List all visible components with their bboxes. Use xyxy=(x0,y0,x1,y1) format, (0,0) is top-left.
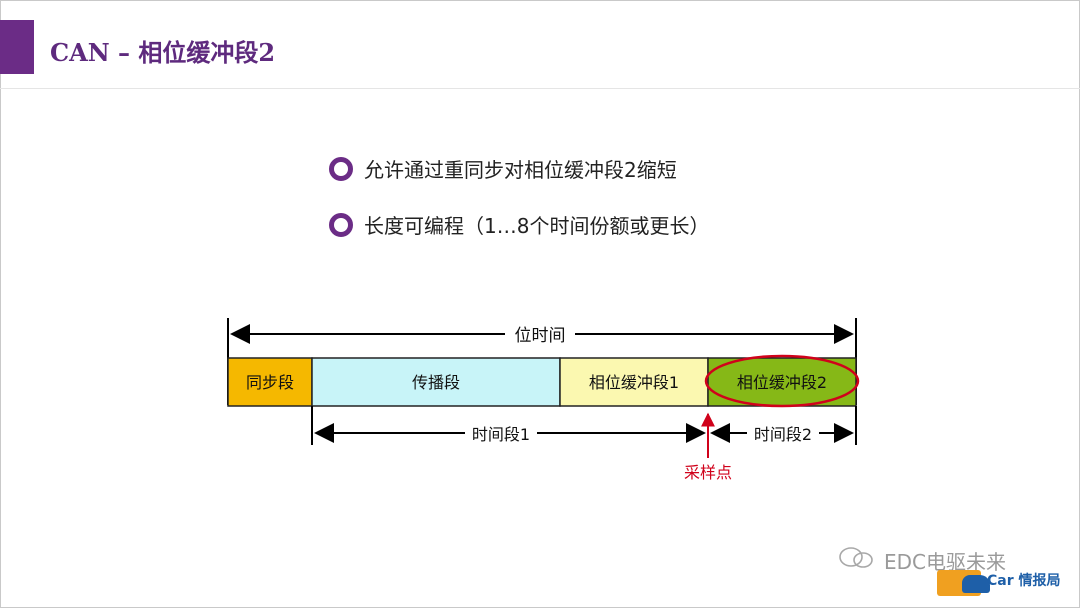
bit-time-label: 位时间 xyxy=(515,326,566,346)
title-divider xyxy=(0,88,1080,89)
time-seg-1-label: 时间段1 xyxy=(472,425,530,444)
sample-point-label: 采样点 xyxy=(684,463,732,482)
slide-title: CAN – 相位缓冲段2 xyxy=(50,38,276,67)
highlight-ellipse xyxy=(704,354,860,408)
logo-text: Car 情报局 xyxy=(987,573,1061,589)
bullet-ring-icon xyxy=(329,156,353,181)
bullet-ring-icon xyxy=(329,212,353,237)
segment-sync-label: 同步段 xyxy=(246,373,294,392)
time-seg-2-label-bg xyxy=(747,421,819,445)
bullet-text-2: 长度可编程（1…8个时间份额或更长） xyxy=(364,214,710,238)
title-accent-bar xyxy=(0,20,34,74)
segment-phase-buffer-1-label: 相位缓冲段1 xyxy=(589,373,679,392)
bullet-item-1: 允许通过重同步对相位缓冲段2缩短 xyxy=(329,154,677,183)
bullet-text-1: 允许通过重同步对相位缓冲段2缩短 xyxy=(364,158,677,182)
segment-phase-buffer-1 xyxy=(559,357,709,407)
bullet-item-2: 长度可编程（1…8个时间份额或更长） xyxy=(329,210,709,239)
segment-sync xyxy=(227,357,313,407)
wechat-icon xyxy=(839,547,873,568)
car-icon xyxy=(962,575,990,593)
time-seg-2-label: 时间段2 xyxy=(754,425,812,444)
segment-propagation xyxy=(311,357,561,407)
segment-propagation-label: 传播段 xyxy=(412,373,460,392)
bit-time-label-bg xyxy=(505,322,575,346)
segment-phase-buffer-2-label: 相位缓冲段2 xyxy=(737,373,827,392)
time-seg-1-label-bg xyxy=(465,421,537,445)
segment-phase-buffer-2 xyxy=(707,357,857,407)
